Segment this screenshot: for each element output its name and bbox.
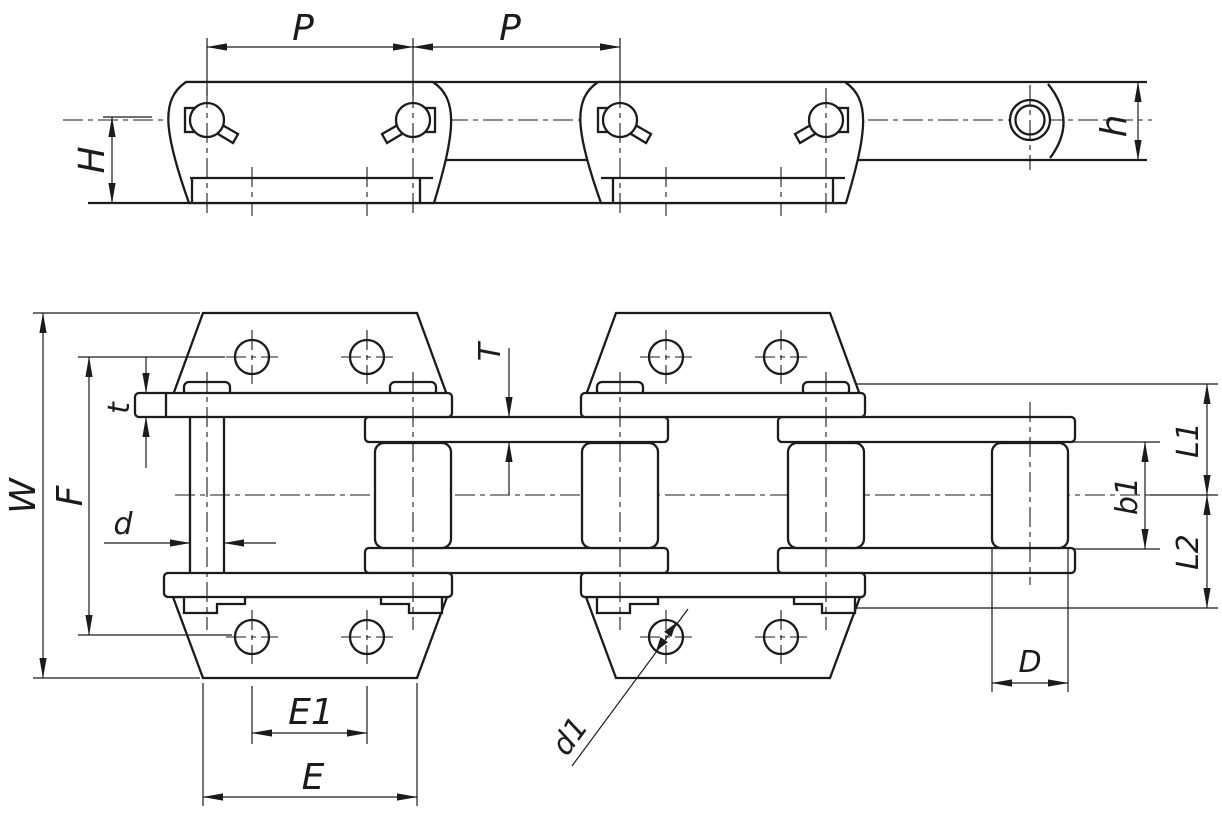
hole-centerlines: [226, 330, 807, 664]
dim-label-T: T: [473, 340, 508, 361]
inner-plate-bands: [363, 415, 1077, 575]
dim-E1: E1: [251, 686, 368, 744]
pin-centerlines-plan: [206, 372, 1031, 630]
dim-label-d1: d1: [545, 711, 596, 762]
dim-pitch-1: P P: [206, 8, 621, 96]
dim-label-L2: L2: [1171, 534, 1206, 570]
cotter-pins: [182, 597, 857, 615]
dim-F: F: [50, 356, 232, 636]
side-view: P P H h: [63, 8, 1152, 216]
dim-T: T: [473, 340, 513, 495]
dim-label-t: t: [102, 401, 137, 414]
dim-W: W: [3, 312, 200, 679]
dim-label-d: d: [113, 507, 133, 542]
pin-2: [380, 101, 437, 145]
dim-label-W: W: [3, 477, 44, 514]
outer-plate-bands: [133, 391, 867, 599]
dim-label-L1: L1: [1171, 422, 1206, 458]
dim-label-p1: P: [292, 8, 314, 49]
pin-1: [183, 101, 240, 145]
plate-end-arc: [1047, 83, 1065, 159]
dim-label-E: E: [302, 757, 325, 798]
dim-L1: L1: [1171, 383, 1211, 496]
dim-E: E: [202, 683, 418, 806]
attachment-link-plate-1: [167, 80, 453, 205]
dim-label-p2: P: [499, 8, 521, 49]
plan-view: W F t d T b: [3, 311, 1218, 806]
dim-D: D: [991, 549, 1069, 692]
dim-b1: b1: [1072, 441, 1160, 550]
pin-shaft-1: [188, 417, 226, 573]
attachment-link-plate-2: [579, 80, 865, 205]
dim-t: t: [102, 357, 150, 468]
dim-label-F: F: [50, 484, 91, 506]
pin-centerlines: [206, 85, 1031, 216]
dim-L2: L2: [1171, 494, 1211, 609]
dim-h: h: [1094, 81, 1142, 161]
dim-label-h: h: [1094, 115, 1135, 138]
dim-label-E1: E1: [288, 692, 334, 733]
dim-label-b1: b1: [1110, 477, 1145, 515]
dim-H: H: [72, 116, 152, 204]
flange-fold-lines: [190, 176, 845, 203]
dim-label-H: H: [72, 146, 113, 173]
dim-d: d: [104, 507, 276, 547]
pin-4: [793, 101, 850, 145]
dim-label-D: D: [1018, 645, 1041, 680]
